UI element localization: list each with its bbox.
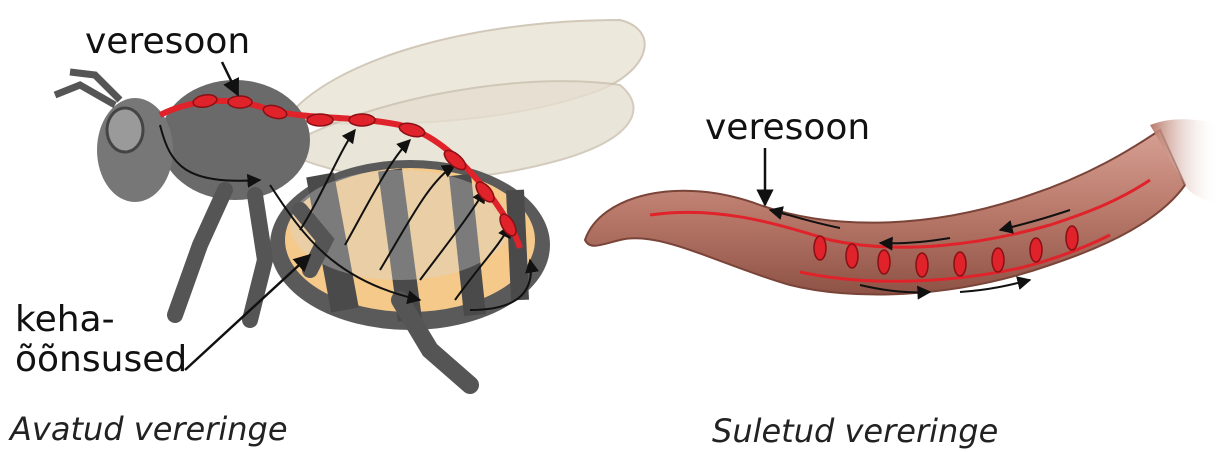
bee-vessel-label: veresoon bbox=[85, 22, 250, 62]
closed-circulation-caption: Suletud vereringe bbox=[712, 412, 998, 450]
earthworm-illustration bbox=[585, 119, 1219, 294]
body-cavity-label-line1: keha- bbox=[15, 300, 115, 340]
open-circulation-caption: Avatud vereringe bbox=[10, 410, 288, 448]
body-cavity-label-line2: õõnsused bbox=[15, 340, 187, 380]
body-cavity-pointer bbox=[185, 255, 310, 370]
bee-leg bbox=[175, 190, 225, 315]
bee-leg bbox=[250, 195, 265, 320]
bee-illustration bbox=[55, 20, 645, 385]
worm-vessel-label: veresoon bbox=[705, 108, 870, 148]
bee-eye bbox=[107, 108, 143, 152]
